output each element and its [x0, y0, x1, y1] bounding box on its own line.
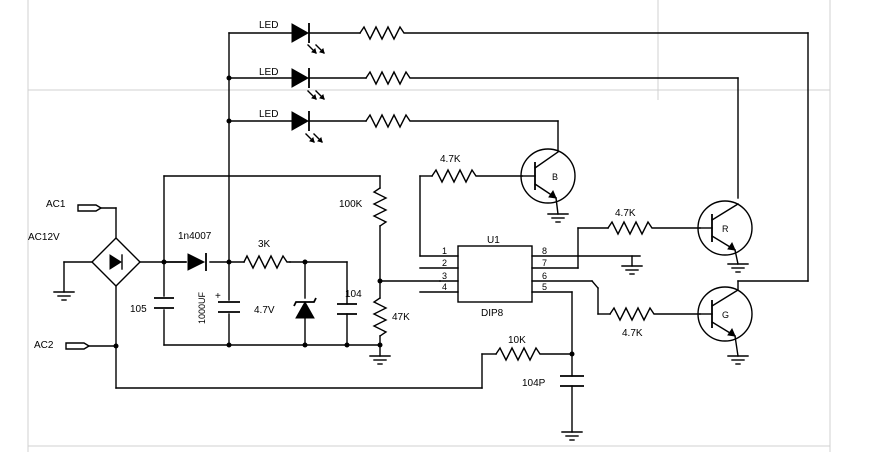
ic-dip8	[419, 245, 641, 303]
ground-g	[727, 355, 749, 365]
pin-8-label: 8	[542, 246, 547, 256]
ac12v-label: AC12V	[28, 232, 60, 243]
led-3	[228, 111, 367, 143]
ground-divider	[369, 355, 391, 365]
ic-ref-label: U1	[487, 235, 500, 246]
resistor-100k	[372, 175, 388, 299]
capacitor-104p	[560, 375, 584, 433]
led-1-label: LED	[259, 20, 278, 31]
background-grid	[27, 0, 831, 452]
led-2-label: LED	[259, 67, 278, 78]
bridge-rectifier	[63, 237, 187, 389]
transistor-g-label: G	[722, 310, 729, 320]
pin-5-label: 5	[542, 282, 547, 292]
resistor-4k7-g	[609, 306, 701, 322]
resistor-3k	[243, 254, 291, 270]
pin-7-label: 7	[542, 258, 547, 268]
diode-1n4007	[187, 253, 207, 271]
ground-pin8	[621, 255, 643, 275]
led-3-label: LED	[259, 109, 278, 120]
junction-47k	[377, 342, 383, 348]
pin-4-label: 4	[442, 282, 447, 292]
led-2	[228, 68, 367, 100]
pin-1-label: 1	[442, 246, 447, 256]
resistor-4k7-r-label: 4.7K	[615, 208, 636, 219]
ic-package-label: DIP8	[481, 308, 504, 319]
ac1-label: AC1	[46, 199, 66, 210]
resistor-10k-label: 10K	[508, 335, 526, 346]
resistor-led-1	[359, 25, 809, 291]
capacitor-104-label: 104	[345, 289, 362, 300]
ground-r	[727, 263, 749, 273]
transistor-r	[697, 200, 753, 265]
junction-3	[302, 259, 308, 265]
resistor-10k	[481, 346, 573, 389]
resistor-3k-label: 3K	[258, 239, 271, 250]
capacitor-1000uf	[218, 301, 240, 313]
junction-5	[302, 342, 308, 348]
pin-6-label: 6	[542, 271, 547, 281]
junction-2	[226, 259, 232, 265]
led-1	[228, 23, 361, 54]
transistor-b	[520, 148, 576, 215]
junction-1	[161, 259, 167, 265]
pin-3-label: 3	[442, 271, 447, 281]
zener-diode	[293, 297, 317, 319]
wire-pin1-pin4	[419, 175, 433, 257]
transistor-b-label: B	[552, 172, 558, 182]
ground-bridge	[53, 291, 75, 301]
diode-label: 1n4007	[178, 231, 212, 242]
ac2-terminal	[65, 342, 117, 350]
capacitor-105-label: 105	[130, 304, 147, 315]
ac2-label: AC2	[34, 340, 54, 351]
transistor-r-label: R	[722, 224, 729, 234]
resistor-47k-label: 47K	[392, 312, 410, 323]
capacitor-105	[154, 297, 174, 309]
transistor-g	[697, 286, 753, 357]
ground-104p	[561, 431, 583, 441]
zener-label: 4.7V	[254, 305, 275, 316]
capacitor-1000uf-label: 1000UF	[197, 291, 207, 324]
capacitor-104p-label: 104P	[522, 378, 546, 389]
wire-pin6-g	[591, 280, 611, 315]
resistor-4k7-g-label: 4.7K	[622, 328, 643, 339]
pin-2-label: 2	[442, 258, 447, 268]
resistor-4k7-b-label: 4.7K	[440, 154, 461, 165]
ac1-terminal	[77, 204, 117, 239]
junction-4	[226, 342, 232, 348]
plus-sign: +	[215, 291, 221, 302]
supply-wiring	[115, 32, 483, 389]
ground-b	[547, 213, 569, 223]
capacitor-104	[337, 303, 357, 315]
resistor-4k7-b	[431, 168, 523, 184]
junction-6	[344, 342, 350, 348]
junction-ac2	[113, 343, 119, 349]
resistor-led-3	[365, 113, 559, 151]
resistor-100k-label: 100K	[339, 199, 363, 210]
wire-pin7-r	[577, 227, 609, 269]
resistor-4k7-r	[607, 220, 701, 236]
resistor-led-2	[365, 70, 739, 199]
